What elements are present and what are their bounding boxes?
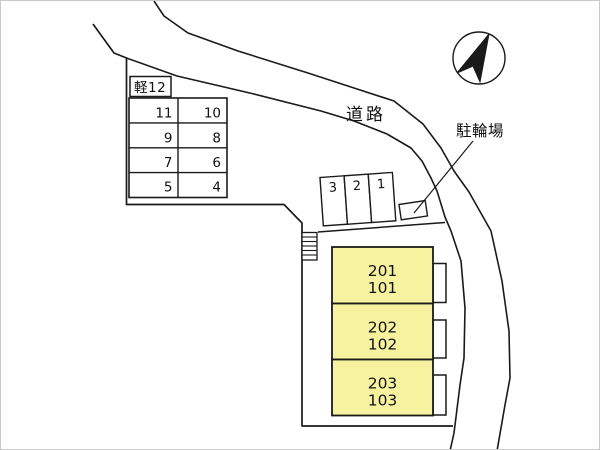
building-area-top-line <box>317 221 446 233</box>
unit-room <box>331 358 434 417</box>
unit-label-lower: 103 <box>368 392 398 410</box>
unit-label-upper: 202 <box>368 319 398 337</box>
unit-label-lower: 101 <box>368 279 398 297</box>
road-inner-edge <box>126 57 466 449</box>
unit-label-upper: 201 <box>368 262 398 280</box>
balcony <box>432 374 447 416</box>
unit-room <box>331 246 434 305</box>
road-outer-edge <box>153 1 511 449</box>
balcony <box>432 262 447 304</box>
front-parking-spaces: 3 2 1 <box>319 171 397 227</box>
unit-label-upper: 203 <box>368 375 398 393</box>
kei-parking-box: 軽12 <box>129 75 172 98</box>
parking-space-number: 4 <box>212 180 221 196</box>
unit-label-lower: 102 <box>368 336 398 354</box>
parking-space-number: 7 <box>164 155 173 171</box>
north-arrow-icon <box>452 31 506 85</box>
bicycle-parking-leader-line <box>413 140 474 214</box>
unit-room <box>331 302 434 361</box>
building-units: 201 101 202 102 203 103 <box>331 246 434 417</box>
property-boundary <box>92 23 453 427</box>
parking-space-number: 1 <box>376 177 385 193</box>
parking-space-number: 10 <box>204 106 221 122</box>
kei-parking-grid: 11 10 9 8 7 6 5 4 <box>128 97 228 199</box>
parking-space-number: 5 <box>164 180 173 196</box>
parking-space-number: 9 <box>164 130 173 146</box>
bicycle-parking-area <box>398 199 429 221</box>
road-label: 道路 <box>346 105 386 125</box>
parking-space-number: 11 <box>155 106 172 122</box>
balconies <box>432 262 447 416</box>
parking-space-number: 6 <box>212 155 221 171</box>
bicycle-parking-label: 駐輪場 <box>456 122 504 140</box>
parking-space-number: 2 <box>352 179 361 195</box>
parking-space-number: 8 <box>212 130 221 146</box>
balcony <box>432 319 447 359</box>
kei-parking-label: 軽12 <box>134 80 166 96</box>
parking-space-number: 3 <box>328 180 337 196</box>
stairs <box>301 231 318 261</box>
